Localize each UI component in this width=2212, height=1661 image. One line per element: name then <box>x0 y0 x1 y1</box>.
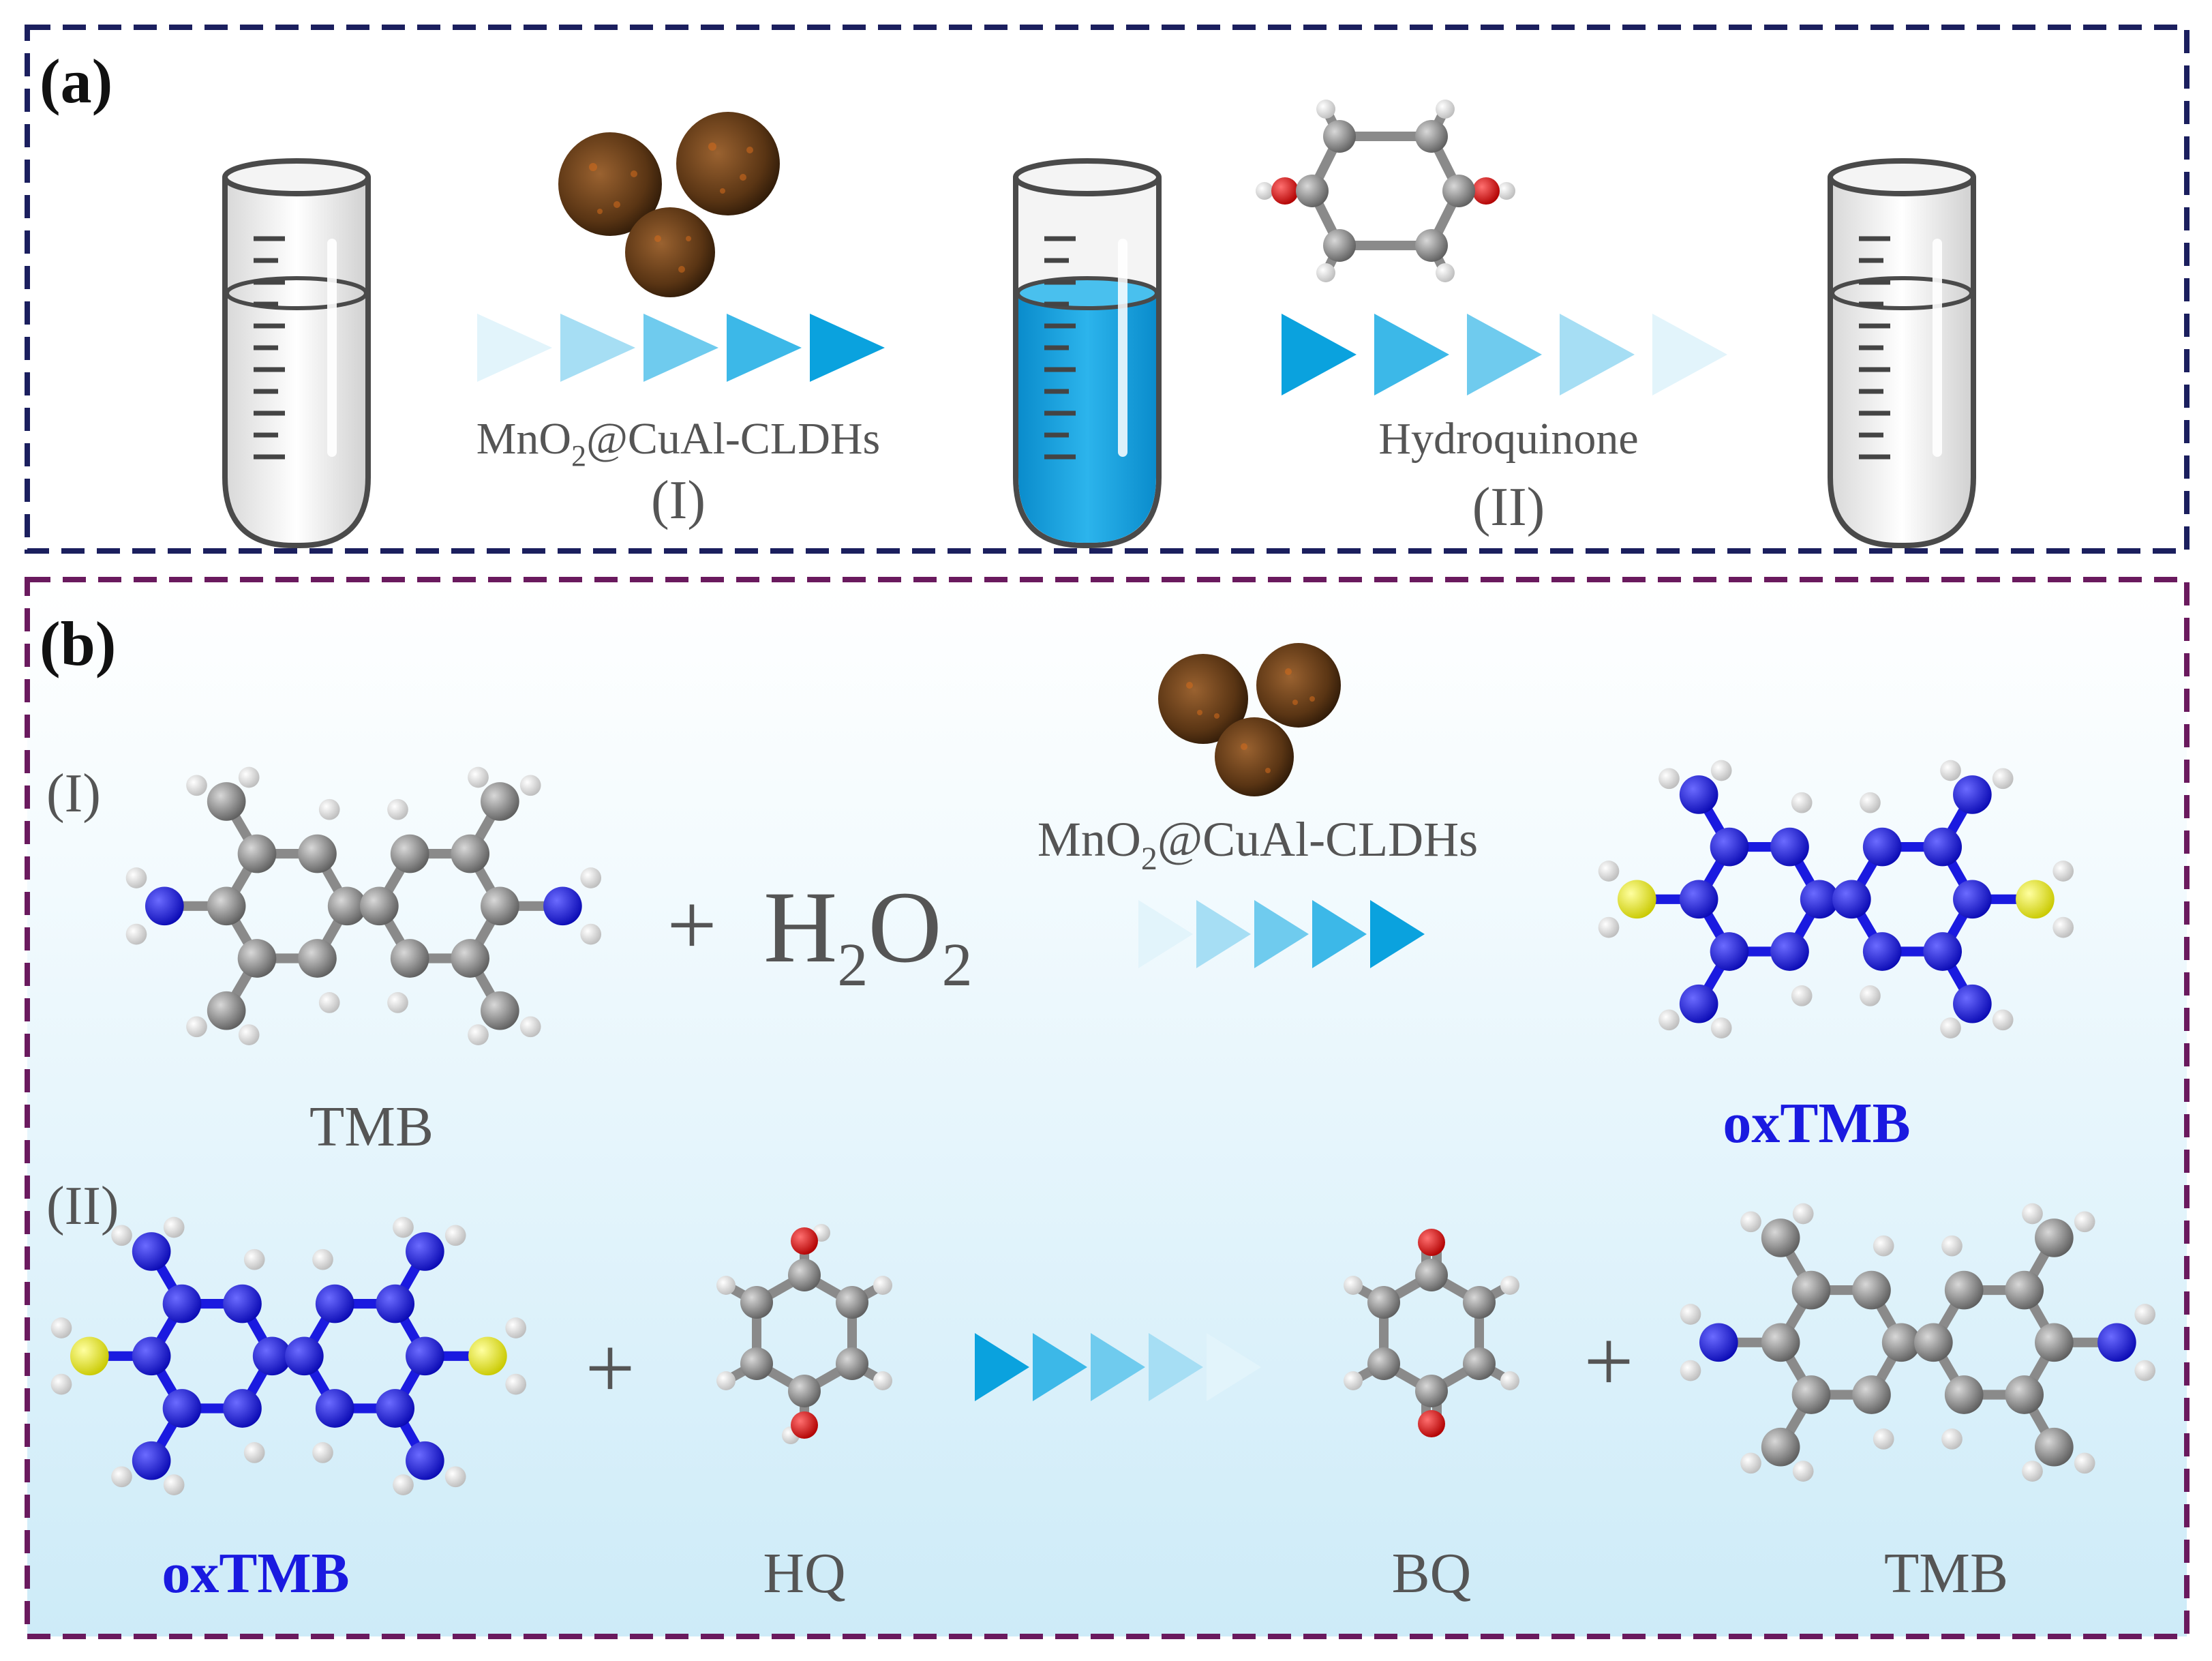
arrow-step-1 <box>477 314 885 382</box>
tmb-label-2: TMB <box>1884 1542 2008 1605</box>
step-label-a2: (II) <box>1472 477 1545 537</box>
plus-sign-b1: + <box>667 876 716 974</box>
bq-label: BQ <box>1392 1542 1472 1605</box>
plus-sign-b3: + <box>1584 1313 1633 1411</box>
plus-sign-b2: + <box>585 1319 635 1418</box>
panel-a-label: (a) <box>40 46 112 116</box>
step-label-b1: (I) <box>46 764 101 824</box>
step-label-b2: (II) <box>46 1176 119 1236</box>
bq-molecule <box>1344 1229 1519 1437</box>
panel-b-frame <box>25 577 2190 1639</box>
reagent-label-a2: Hydroquinone <box>1378 414 1638 464</box>
step-label-a1: (I) <box>651 470 706 530</box>
hq-label: HQ <box>763 1542 845 1605</box>
arrow-b-row2 <box>975 1333 1261 1401</box>
tmb-label-1: TMB <box>309 1095 434 1158</box>
test-tube-blue <box>1013 158 1162 548</box>
catalyst-label-b: MnO2@CuAl-CLDHs <box>1037 812 1478 877</box>
arrow-b-row1 <box>1138 900 1425 968</box>
tmb-molecule-1 <box>125 766 602 1045</box>
oxtmb-molecule-1 <box>1598 760 2074 1038</box>
h2o2-label: H2O2 <box>763 871 973 999</box>
mno2-particles-b <box>1158 643 1341 796</box>
test-tube-clear-1 <box>222 158 371 548</box>
tmb-molecule-2 <box>1680 1203 2156 1482</box>
arrow-step-2 <box>1282 314 1727 395</box>
mno2-particles-a <box>558 112 780 297</box>
reagent-label-a1: MnO2@CuAl-CLDHs <box>476 414 881 473</box>
panel-b-label: (b) <box>40 609 116 678</box>
oxtmb-label-2: oxTMB <box>162 1542 349 1605</box>
oxtmb-label-1: oxTMB <box>1723 1092 1910 1155</box>
hydroquinone-molecule-a <box>1256 100 1515 282</box>
hq-molecule <box>716 1224 892 1444</box>
test-tube-clear-2 <box>1828 158 1976 548</box>
oxtmb-molecule-2 <box>50 1216 527 1495</box>
